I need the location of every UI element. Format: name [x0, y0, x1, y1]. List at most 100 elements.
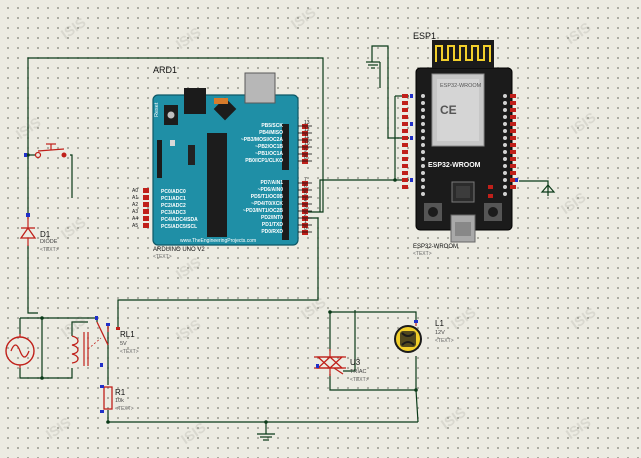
u3-ref-label: U3 — [350, 358, 361, 367]
rl1-value-label: 5V — [120, 341, 127, 347]
arduino-pin-left: PC1/ADC1 — [161, 196, 186, 202]
arduino-pin-number: 2 — [304, 212, 307, 218]
arduino-pin-number: 7 — [304, 177, 307, 183]
arduino-pin-number: 11 — [304, 134, 310, 140]
arduino-pin-right: PB4/MISO — [259, 130, 283, 136]
arduino-board[interactable] — [143, 72, 312, 246]
arduino-pin-number: 5 — [304, 191, 307, 197]
arduino-analog-label: A2 — [132, 202, 139, 208]
arduino-pin-left: PC0/ADC0 — [161, 189, 186, 195]
arduino-pin-right: ~PD4/T0/XCK — [251, 201, 283, 207]
l1-text-label: <TEXT> — [435, 338, 454, 344]
arduino-analog-label: A1 — [132, 195, 139, 201]
crystal — [214, 98, 228, 104]
wire-relay-top[interactable] — [42, 317, 98, 322]
arduino-pin-left: PC5/ADC5/SCL — [161, 224, 198, 230]
wire-lamp-to-bus[interactable] — [415, 389, 419, 423]
arduino-analog-label: A4 — [132, 216, 139, 222]
arduino-pin-right: ~PB1/OC1A — [255, 151, 283, 157]
l1-ref-label: L1 — [435, 319, 444, 328]
antenna-trace — [435, 45, 491, 62]
arduino-pin-right: PB0/ICP1/CLKO — [245, 158, 283, 164]
esp32-model-label: ESP32-WROOM — [413, 244, 459, 250]
esp32-ref-label: ESP1 — [413, 31, 437, 41]
ac-voltage-source[interactable] — [5, 334, 35, 368]
arduino-text-label: <TEXT> — [153, 254, 172, 260]
wire-lamp-top[interactable] — [330, 311, 417, 322]
arduino-pin-left: PC3/ADC3 — [161, 210, 186, 216]
esp32-module-label: ESP32-WROOM — [440, 83, 482, 89]
relay-rl1[interactable] — [71, 316, 120, 367]
arduino-pin-number: 8 — [304, 155, 307, 161]
arduino-pin-number: 9 — [304, 148, 307, 154]
wire-relay-coil-bottom[interactable] — [42, 368, 73, 379]
arduino-pin-right: ~PB2/OC1B — [255, 144, 283, 150]
arduino-pin-right: PD0/RXD — [261, 229, 283, 235]
power-jack — [184, 88, 206, 114]
rl1-ref-label: RL1 — [120, 330, 135, 339]
capacitor — [188, 145, 195, 165]
u3-text-label: <TEXT> — [350, 377, 369, 383]
d1-text-label: <TEXT> — [40, 247, 59, 253]
reset-cap — [167, 111, 175, 119]
arduino-analog-label: A5 — [132, 223, 139, 229]
r1-value-label: 10k — [115, 398, 124, 404]
pushbutton-switch[interactable] — [24, 143, 67, 159]
arduino-pin-right: PD7/AIN1 — [260, 180, 283, 186]
d1-type-label: DIODE — [40, 239, 58, 245]
arduino-pin-right: ~PD6/AIN0 — [257, 187, 283, 193]
arduino-pin-right: ~PB3/MOSI/OC2A — [240, 137, 283, 143]
rl1-text-label: <TEXT> — [120, 349, 139, 355]
arduino-pin-number: 12 — [304, 127, 310, 133]
wire-triac-gate[interactable] — [343, 310, 356, 372]
arduino-pin-left: PC4/ADC4/SDA — [161, 217, 198, 223]
arduino-pin-right: PD5/T1/OC0B — [250, 194, 283, 200]
arduino-analog-label: A0 — [132, 188, 139, 194]
arduino-pin-left: PC2/ADC2 — [161, 203, 186, 209]
arduino-ref-label: ARD1 — [153, 65, 178, 75]
wire-esp-right[interactable] — [519, 180, 549, 192]
esp32-board[interactable] — [402, 40, 518, 243]
atmega-chip — [207, 133, 227, 237]
lamp-l1[interactable] — [394, 320, 422, 353]
arduino-analog-label: A3 — [132, 209, 139, 215]
r1-text-label: <TEXT> — [115, 406, 134, 412]
diode-d1[interactable] — [19, 213, 37, 246]
wire-relay-to-arduino[interactable] — [117, 217, 319, 330]
wire-switch-to-d2[interactable] — [27, 57, 324, 213]
resistor-r1[interactable] — [100, 385, 113, 413]
arduino-pin-number: 13 — [304, 120, 310, 126]
usb-connector — [244, 72, 276, 104]
arduino-model-label: ARDUINO UNO V2 — [153, 247, 205, 253]
ce-mark-icon: CE — [440, 103, 457, 117]
wire-bottom-bus[interactable] — [107, 410, 418, 423]
ground-top-icon — [366, 61, 380, 69]
wire-relay-coil-top[interactable] — [71, 321, 88, 336]
wire-diode-bottom[interactable] — [27, 245, 38, 314]
arduino-website-label: www.TheEngineeringProjects.com — [180, 238, 257, 244]
l1-value-label: 12V — [435, 330, 445, 336]
r1-ref-label: R1 — [115, 388, 126, 397]
esp32-text-label: <TEXT> — [413, 251, 432, 257]
arduino-pin-right: ~PD3/INT1/OC2B — [242, 208, 283, 214]
arduino-pin-right: PD1/TXD — [261, 222, 283, 228]
arduino-pin-number: 1 — [304, 219, 307, 225]
wire-lamp-bottom[interactable] — [329, 356, 417, 391]
ground-bottom-icon — [257, 433, 275, 441]
d1-ref-label: D1 — [40, 230, 51, 239]
wire-esp-to-arduino[interactable] — [319, 179, 395, 212]
arduino-pin-number: 0 — [304, 226, 307, 232]
junctions — [26, 153, 418, 424]
wire-switch-right[interactable] — [70, 154, 73, 198]
triac-u3[interactable] — [314, 349, 346, 376]
arduino-reset-label: Reset — [154, 102, 160, 117]
arduino-pin-right: PB5/SCK — [261, 123, 283, 129]
wire-ac-loop[interactable] — [19, 317, 43, 379]
arduino-pin-number: 3 — [304, 205, 307, 211]
arduino-pin-number: 4 — [304, 198, 307, 204]
arduino-pin-number: 6 — [304, 184, 307, 190]
arduino-pin-number: 10 — [304, 141, 310, 147]
u3-type-label: TRIAC — [350, 369, 367, 375]
arduino-pin-right: PD2/INT0 — [261, 215, 283, 221]
